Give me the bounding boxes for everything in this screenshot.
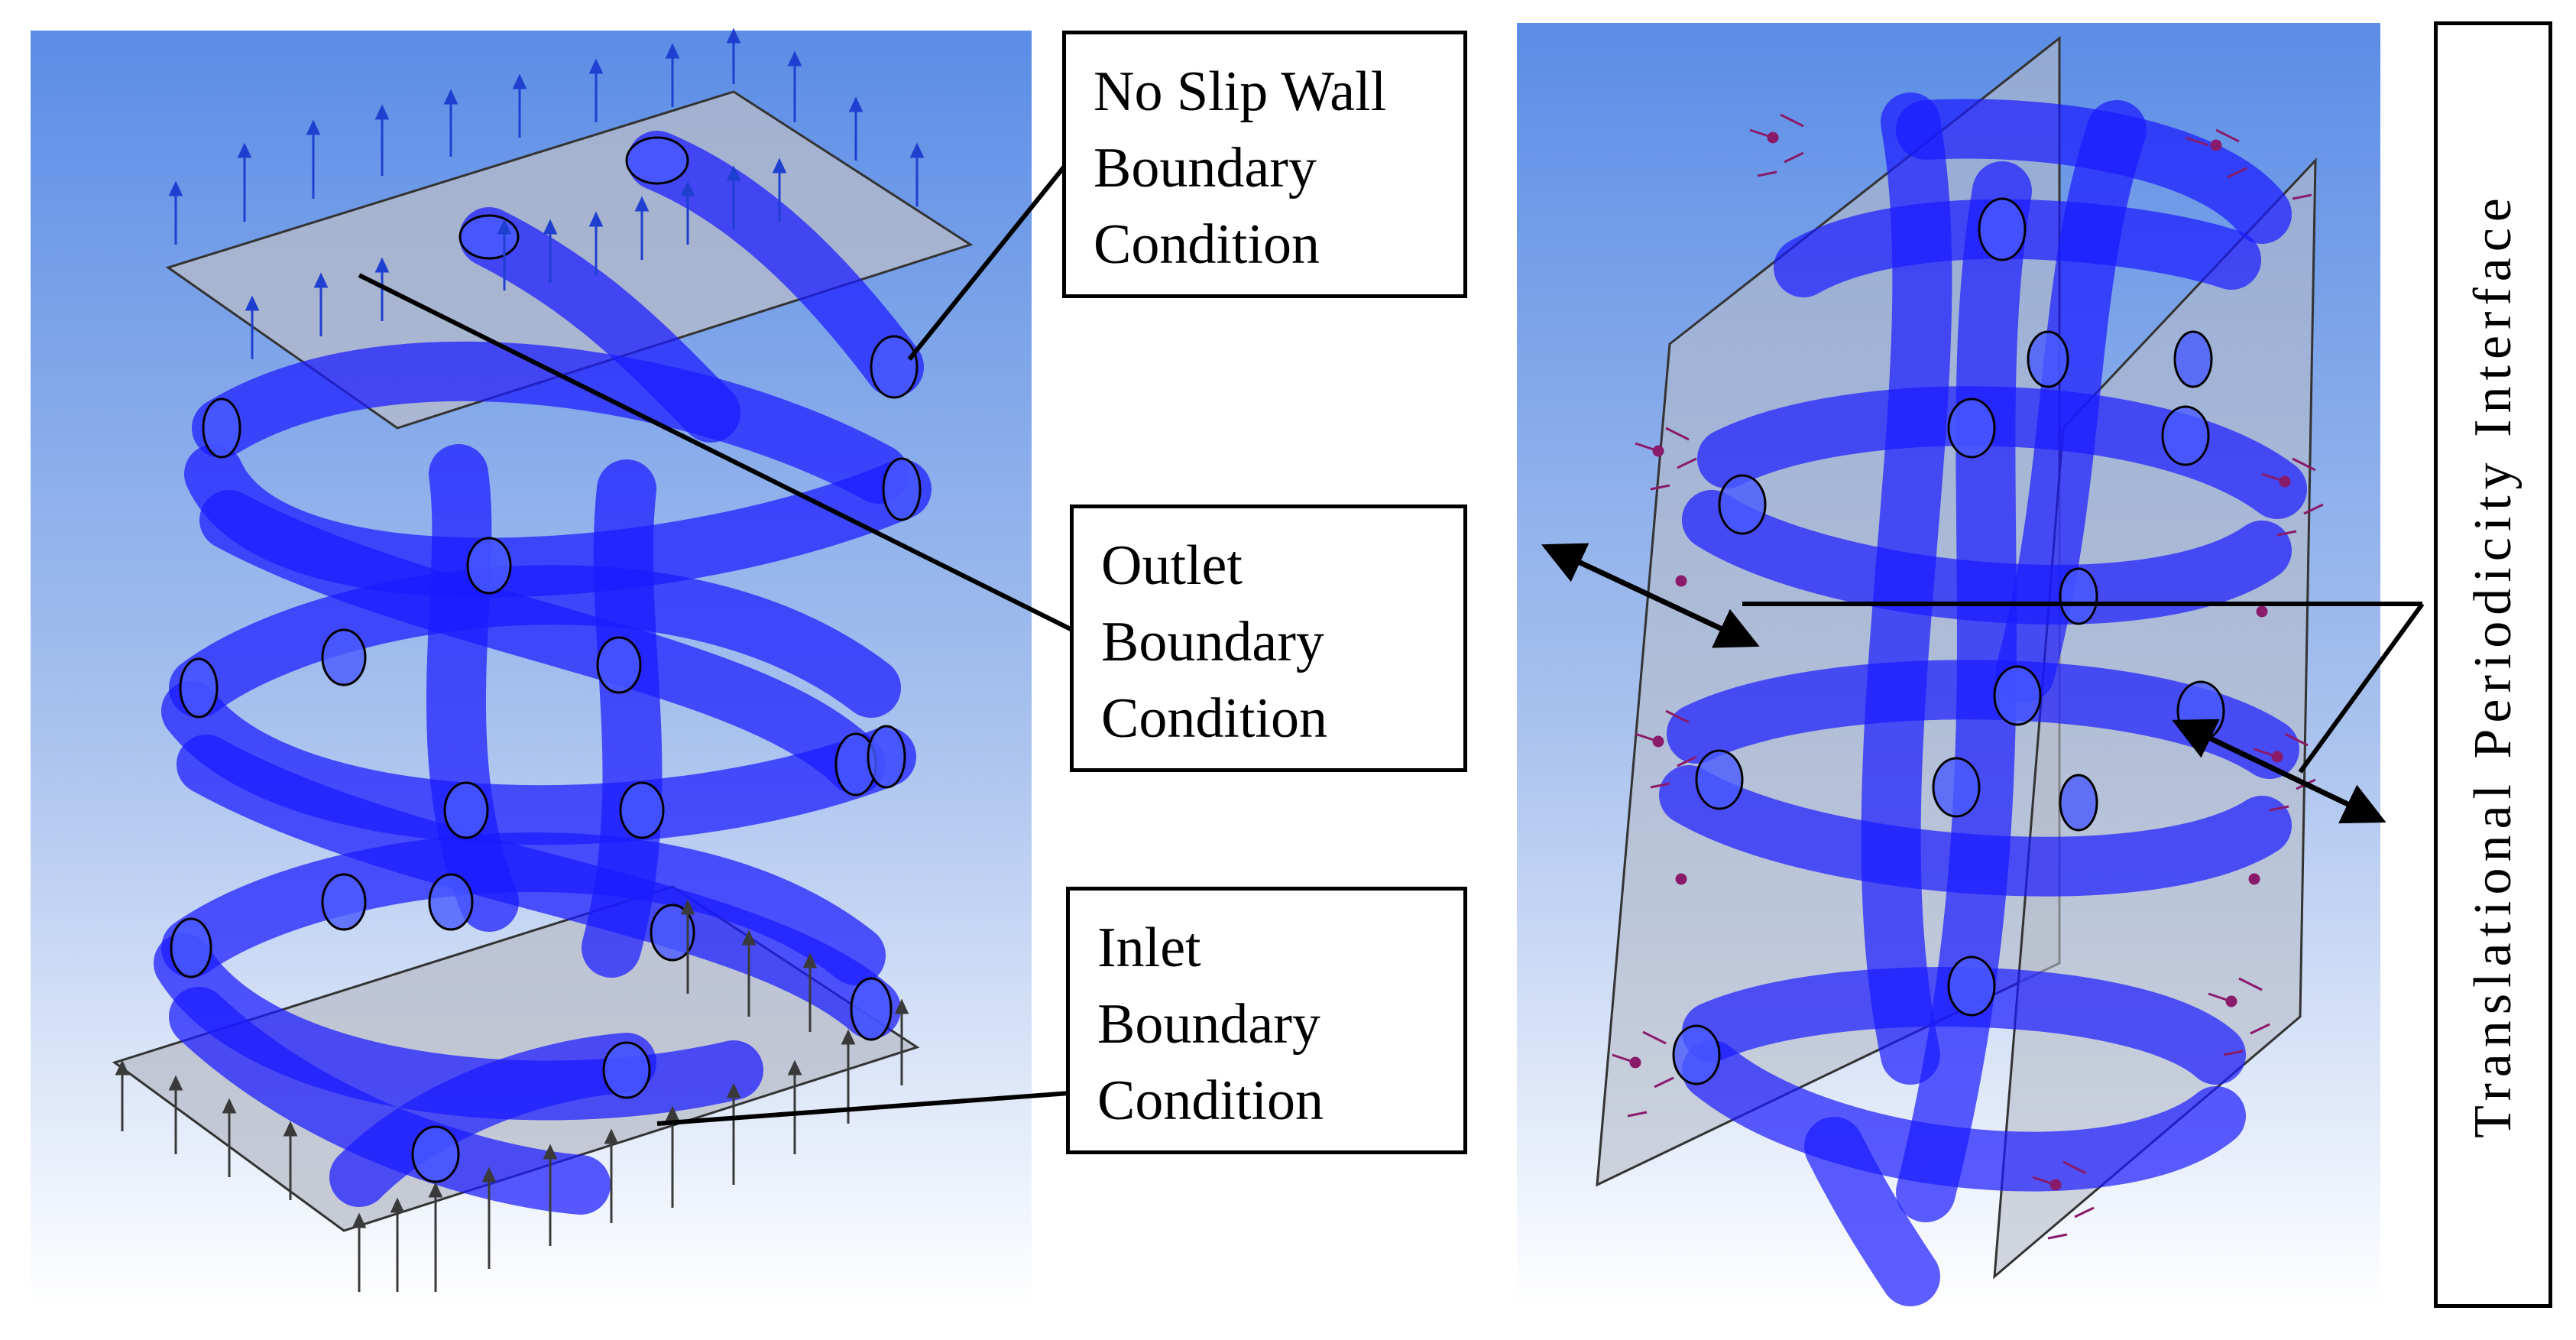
- inlet-line-2: Boundary: [1097, 992, 1320, 1056]
- leader-lines-left: [358, 163, 1075, 1126]
- inlet-label: Inlet Boundary Condition: [1066, 887, 1467, 1154]
- inlet-line-1: Inlet: [1097, 917, 1201, 979]
- no-slip-wall-label: No Slip Wall Boundary Condition: [1062, 31, 1467, 298]
- periodicity-label: Translational Periodicity Interface: [2434, 21, 2552, 1308]
- left-render-panel: [31, 28, 1075, 1307]
- inlet-line-3: Condition: [1097, 1069, 1324, 1132]
- inlet-arrows: [115, 899, 909, 1292]
- no-slip-line-2: Boundary: [1094, 136, 1317, 200]
- outlet-line-2: Boundary: [1101, 610, 1324, 673]
- periodic-arrows: [1612, 113, 2324, 1240]
- outlet-line-3: Condition: [1101, 686, 1328, 750]
- outlet-arrows: [168, 28, 925, 359]
- outlet-line-1: Outlet: [1101, 534, 1243, 597]
- periodicity-label-text: Translational Periodicity Interface: [2463, 191, 2523, 1138]
- no-slip-line-3: Condition: [1094, 213, 1320, 276]
- outlet-label: Outlet Boundary Condition: [1070, 505, 1467, 772]
- tube-openings-left: [170, 136, 922, 1183]
- no-slip-line-1: No Slip Wall: [1094, 60, 1387, 123]
- periodicity-arrows: [1541, 543, 2386, 824]
- right-render-panel: [1517, 23, 2425, 1307]
- leader-lines-right: [1742, 602, 2425, 774]
